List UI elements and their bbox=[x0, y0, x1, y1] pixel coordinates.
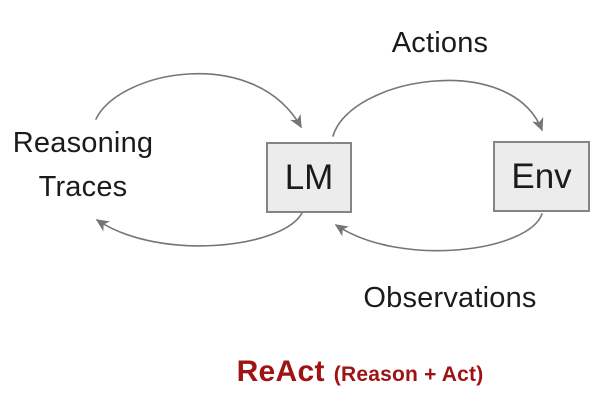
actions-label: Actions bbox=[391, 27, 489, 59]
traces-to-lm-arrow bbox=[95, 72, 302, 129]
reasoning-traces-label-line2: Traces bbox=[38, 171, 128, 203]
react-caption-subtitle: (Reason + Act) bbox=[333, 363, 484, 386]
lm-node: LM bbox=[266, 142, 352, 213]
env-to-lm-observations-arrow bbox=[334, 213, 543, 252]
react-caption-title: ReAct bbox=[236, 355, 325, 388]
reasoning-traces-label-line1: Reasoning bbox=[12, 127, 154, 159]
observations-label: Observations bbox=[363, 282, 537, 314]
env-node: Env bbox=[493, 141, 590, 212]
env-node-label: Env bbox=[511, 156, 572, 196]
react-caption: ReAct (Reason + Act) bbox=[200, 355, 520, 389]
lm-node-label: LM bbox=[284, 157, 334, 197]
reasoning-traces-label: Reasoning Traces bbox=[2, 121, 164, 209]
lm-to-env-actions-arrow bbox=[332, 79, 544, 137]
lm-to-traces-arrow bbox=[95, 212, 303, 247]
